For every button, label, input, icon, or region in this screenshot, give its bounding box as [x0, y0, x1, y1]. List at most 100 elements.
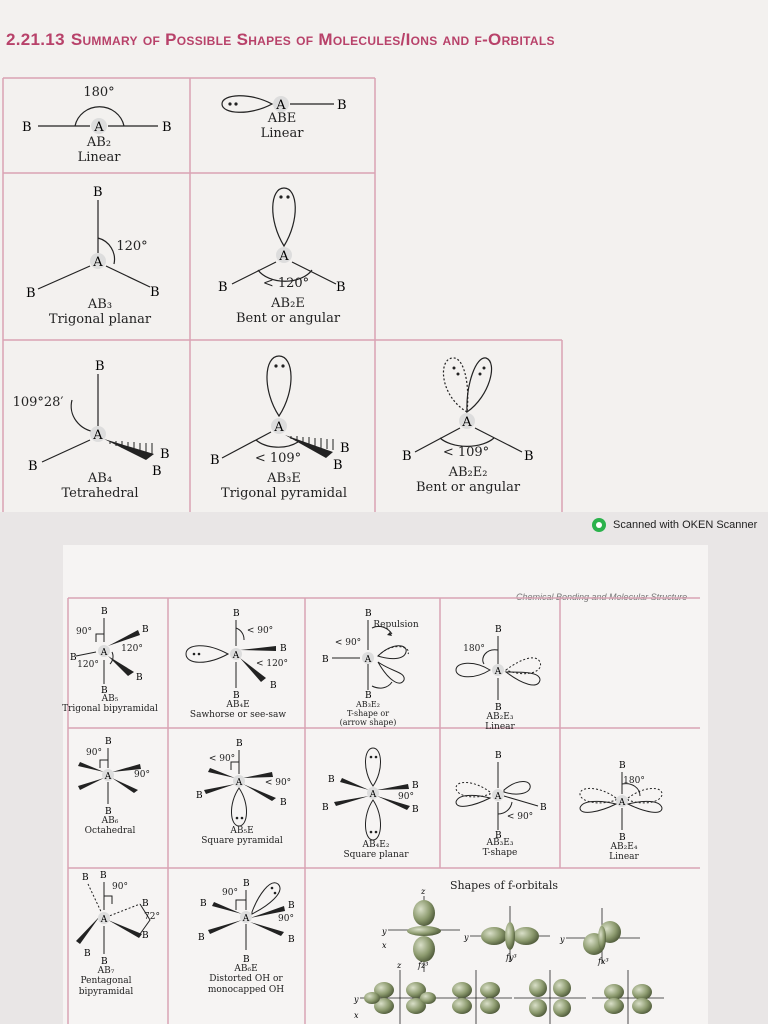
ab5-formula: AB₅ [101, 694, 119, 704]
ab6e-ligand-back-right: B [288, 901, 295, 911]
ab2-formula: AB₂ [86, 135, 112, 150]
ab5-ligand-back: B [142, 625, 149, 635]
abe-formula: ABE [267, 111, 297, 126]
ab2-ligand-right: B [162, 120, 172, 135]
ab4-ligand-front: B [152, 464, 162, 479]
ab2e4-angle: 180° [623, 776, 645, 786]
ab5-ligand-bottom: B [101, 686, 108, 696]
ab5-ligand-front: B [136, 673, 143, 683]
ab2e2-ligand-right: B [524, 449, 534, 464]
ab4-labels: AB₄ Tetrahedral [61, 471, 139, 502]
ab2e-ligand-left: B [218, 280, 228, 295]
ab6e-labels: AB₆E Distorted OH or monocapped OH [208, 964, 284, 995]
ab7-labels: AB₇ Pentagonal bipyramidal [79, 966, 134, 997]
ab3e3-ligand-right: B [540, 803, 547, 813]
ab2e-labels: AB₂E Bent or angular [235, 296, 341, 327]
ab7-formula: AB₇ [97, 966, 115, 976]
ab4-angle: 109°28′ [12, 395, 64, 410]
ab7-ligand-bottom: B [101, 957, 108, 967]
ab2e3-ligand-bottom: B [495, 703, 502, 713]
ab6-labels: AB₆ Octahedral [85, 816, 136, 837]
ab2e2-angle: < 109° [442, 445, 490, 460]
ab2e3-angle: 180° [463, 644, 485, 654]
ab2e-name: Bent or angular [235, 310, 341, 326]
fz3-axis-x: x [382, 941, 387, 950]
ab3e3-name: T-shape [482, 848, 518, 859]
ab4-name: Tetrahedral [61, 485, 139, 501]
ab3e2-name2: (arrow shape) [339, 718, 397, 728]
ab3e-ligand-back: B [340, 441, 350, 456]
ab3e-angle: < 109° [254, 451, 302, 466]
ab2e3-name: Linear [485, 722, 515, 733]
ab6e-central-atom: A [242, 914, 250, 924]
ab4e2-ligand-back-left: B [328, 775, 335, 785]
ab5-diagram: A B B B B B [70, 607, 149, 696]
ab3e2-name1: T-shape or [346, 709, 390, 719]
ab7-ligand-a: B [82, 873, 89, 883]
ab2e4-formula: AB₂E₄ [610, 842, 638, 852]
ab6e-ligand-back-left: B [200, 899, 207, 909]
fx3-orbital [566, 908, 640, 964]
ab3-ligand-top: B [93, 185, 103, 200]
f-orbitals-title: Shapes of f-orbitals [449, 879, 559, 892]
ab3e3-ligand-bottom: B [495, 831, 502, 841]
ab4e2-ligand-back-right: B [412, 781, 419, 791]
ab5-central-atom: A [100, 648, 108, 658]
ab2e2-ligand-left: B [402, 449, 412, 464]
ab2-central-atom: A [93, 120, 104, 135]
ab5e-formula: AB₅E [230, 826, 254, 836]
ab3e-central-atom: A [273, 420, 284, 435]
fy3-label: fy³ [505, 953, 517, 962]
ab6-angle2: 90° [134, 770, 150, 780]
ab5e-ligand-right: B [280, 798, 287, 808]
ab3-central-atom: A [92, 255, 103, 270]
ab4e2-ligand-front-right: B [412, 805, 419, 815]
ab3e2-formula: AB₃E₂ [356, 700, 380, 709]
ab4-ligand-left: B [28, 459, 38, 474]
ab4e2-formula: AB₄E₂ [362, 840, 390, 850]
ab3e-ligand-front: B [333, 458, 343, 473]
ab6e-ligand-front-right: B [288, 935, 295, 945]
ab3e3-ligand-top: B [495, 751, 502, 761]
fz3-orbital [388, 896, 460, 972]
ab3e-name: Trigonal pyramidal [221, 485, 347, 501]
ab5e-labels: AB₅E Square pyramidal [201, 826, 283, 847]
ab2e4-labels: AB₂E₄ Linear [609, 842, 639, 863]
ab6e-ligand-bottom: B [243, 955, 250, 965]
ab2-diagram: A B B [22, 106, 172, 135]
fz3-axis-y: y [381, 927, 387, 936]
ab2e4-central-atom: A [618, 798, 626, 808]
ab5-angle2: 120° [121, 644, 143, 654]
ab6-diagram: A B B [78, 737, 141, 817]
ab2-labels: AB₂ Linear [77, 135, 121, 166]
ab3-name: Trigonal planar [48, 311, 152, 327]
ab7-angle2: 72° [144, 912, 160, 922]
ab2e2-labels: AB₂E₂ Bent or angular [416, 465, 520, 496]
ab3e2-diagram: A B B B [322, 609, 410, 701]
f-orbitals-diagram: z y x fz³ y fy³ y fx³ [353, 887, 664, 1024]
ab6e-ligand-top: B [243, 879, 250, 889]
ab4e2-name: Square planar [343, 850, 409, 861]
book-running-header: Chemical Bonding and Molecular Structure [516, 592, 688, 602]
ab7-ligand-c: B [142, 931, 149, 941]
ab3e3-labels: AB₃E₃ T-shape [483, 838, 518, 859]
ab5-ligand-top: B [101, 607, 108, 617]
ab3-formula: AB₃ [87, 297, 113, 312]
ab2e-formula: AB₂E [271, 296, 305, 311]
ab7-angle1: 90° [112, 882, 128, 892]
ab5-labels: AB₅ Trigonal bipyramidal [62, 694, 158, 715]
ab5e-ligand-top: B [236, 739, 243, 749]
ab4e-ligand-back: B [280, 644, 287, 654]
ab3e2-note: Repulsion [373, 620, 419, 630]
ab2e4-name: Linear [609, 852, 639, 863]
ab3-ligand-left: B [26, 286, 36, 301]
abe-labels: ABE Linear [261, 111, 304, 142]
ab6-ligand-bottom: B [105, 807, 112, 817]
ab6e-formula: AB₆E [234, 964, 258, 974]
fz3-label: fz³ [417, 961, 428, 970]
scanner-text: Scanned with OKEN Scanner [613, 519, 758, 531]
ab4e-labels: AB₄E Sawhorse or see-saw [190, 700, 286, 721]
ab7-diagram: A B B B B B B [76, 871, 151, 967]
ab2-name: Linear [77, 149, 121, 165]
ab2e2-formula: AB₂E₂ [448, 465, 488, 480]
